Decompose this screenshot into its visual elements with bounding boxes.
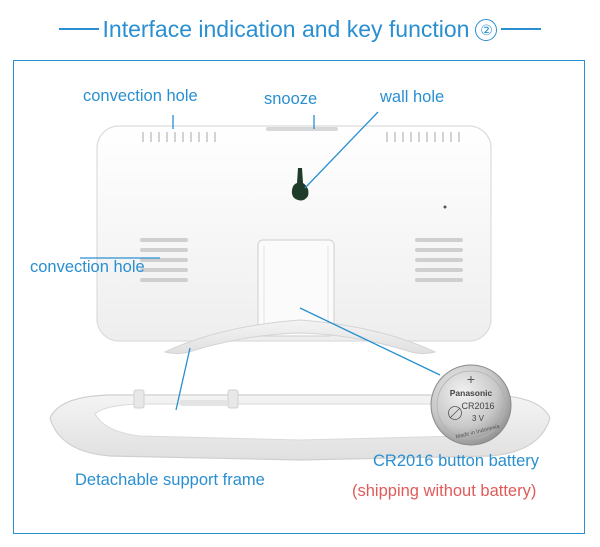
label-support-frame: Detachable support frame [75,471,265,489]
detachable-support-frame [49,389,551,461]
battery-model: CR2016 [461,401,494,411]
battery-plus-mark: + [467,371,475,387]
top-vents-left [142,132,216,142]
leader-lines [80,111,441,411]
stand-base [163,319,437,355]
battery-brand: Panasonic [450,388,493,398]
label-convection-hole-left: convection hole [30,258,145,276]
side-vents-left [140,238,188,282]
label-snooze: snooze [264,90,318,108]
title-line-right [501,28,542,30]
title-number: ② [475,19,498,42]
wall-hole [291,168,309,201]
cr2016-coin-battery: + Panasonic CR2016 3 V Made in Indonesia [430,364,512,446]
label-battery: CR2016 button battery [373,452,540,470]
battery-voltage: 3 V [472,414,485,423]
top-vents-right [386,132,460,142]
reset-pinhole [443,205,447,209]
content-frame [13,60,585,534]
clock-back-shell [96,125,492,342]
child-warning-icon [448,406,462,420]
battery-compartment [257,239,335,337]
label-wall-hole: wall hole [380,88,445,106]
label-convection-hole-top: convection hole [83,87,198,105]
label-battery-note: (shipping without battery) [352,482,537,500]
snooze-key [266,127,338,131]
side-vents-right [415,238,463,282]
title-line-left [58,28,99,30]
